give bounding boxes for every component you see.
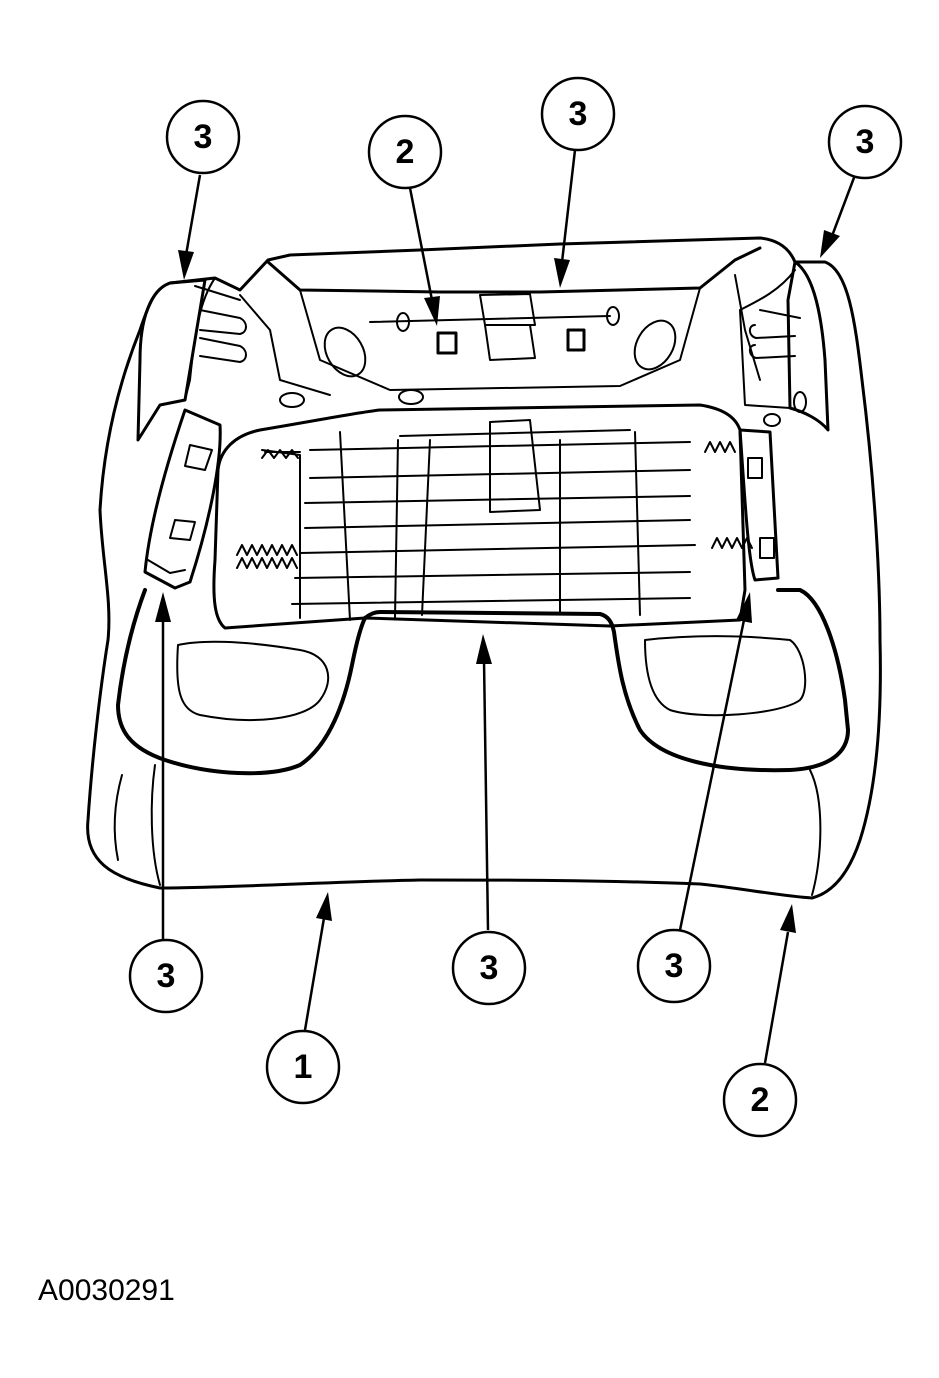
callout-label: 3 xyxy=(480,949,499,987)
callout-label: 3 xyxy=(157,957,176,995)
callout-3-lower-center: 3 xyxy=(451,930,527,1006)
spring-wire-grid xyxy=(291,419,696,621)
callout-label: 2 xyxy=(396,133,415,171)
leader-lines xyxy=(155,149,857,1064)
figure-id: A0030291 xyxy=(38,1274,175,1307)
callout-3-top-left: 3 xyxy=(165,99,241,175)
callout-2-lower-right: 2 xyxy=(722,1062,798,1138)
callout-2-top: 2 xyxy=(367,114,443,190)
callout-3-top-center: 3 xyxy=(540,76,616,152)
callout-label: 1 xyxy=(294,1048,313,1086)
seat-cushion-illustration xyxy=(86,236,882,900)
callout-1: 1 xyxy=(265,1029,341,1105)
callout-3-lower-right: 3 xyxy=(636,928,712,1004)
callout-3-top-right: 3 xyxy=(827,104,903,180)
callout-label: 3 xyxy=(194,118,213,156)
callout-label: 2 xyxy=(751,1081,770,1119)
callout-3-lower-left: 3 xyxy=(128,938,204,1014)
callout-label: 3 xyxy=(856,123,875,161)
callout-label: 3 xyxy=(665,947,684,985)
callout-label: 3 xyxy=(569,95,588,133)
